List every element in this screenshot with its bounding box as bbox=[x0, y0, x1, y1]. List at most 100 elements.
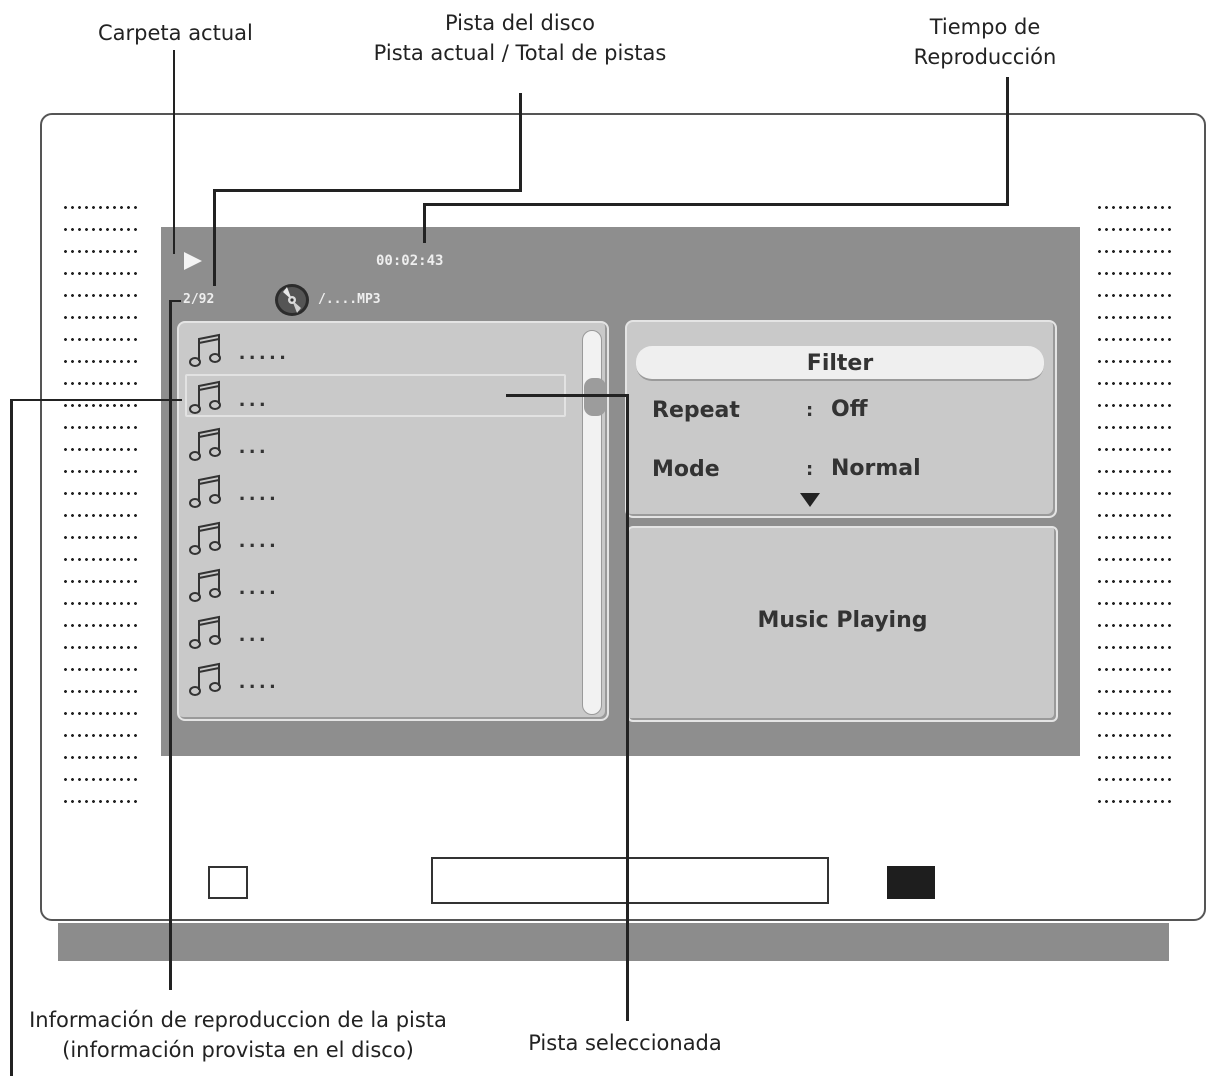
disc-slot bbox=[431, 857, 829, 904]
grille-dot-row bbox=[62, 599, 140, 608]
grille-dot-row bbox=[1096, 247, 1174, 256]
filter-button[interactable]: Filter bbox=[636, 346, 1044, 381]
track-row[interactable]: ... bbox=[189, 615, 559, 651]
leader-line-disc-track bbox=[213, 189, 522, 192]
grille-dot-row bbox=[62, 445, 140, 454]
grille-dot-row bbox=[1096, 555, 1174, 564]
track-name: .... bbox=[239, 668, 280, 693]
music-note-icon bbox=[189, 427, 223, 468]
grille-dot-row bbox=[1096, 797, 1174, 806]
music-note-icon bbox=[189, 568, 223, 609]
music-note-icon bbox=[189, 521, 223, 562]
grille-dot-row bbox=[62, 247, 140, 256]
disc-icon bbox=[273, 282, 311, 323]
grille-dot-row bbox=[1096, 313, 1174, 322]
grille-dot-row bbox=[1096, 731, 1174, 740]
grille-dot-row bbox=[1096, 225, 1174, 234]
grille-dot-row bbox=[62, 379, 140, 388]
label-track-info-line2: (información provista en el disco) bbox=[62, 1038, 414, 1062]
track-row[interactable]: .... bbox=[189, 662, 559, 698]
grille-dot-row bbox=[62, 313, 140, 322]
grille-dot-row bbox=[62, 203, 140, 212]
label-disc-track: Pista del disco Pista actual / Total de … bbox=[350, 8, 690, 68]
leader-line-disc-track bbox=[213, 189, 216, 286]
grille-dot-row bbox=[62, 423, 140, 432]
speaker-grille-right bbox=[1096, 203, 1174, 819]
grille-dot-row bbox=[62, 401, 140, 410]
leader-line-selected bbox=[626, 394, 629, 1021]
grille-dot-row bbox=[62, 577, 140, 586]
status-text: Music Playing bbox=[757, 608, 928, 633]
mode-value[interactable]: Normal bbox=[831, 456, 921, 481]
label-playback-time-line1: Tiempo de bbox=[929, 15, 1041, 39]
track-name: ..... bbox=[239, 339, 290, 364]
grille-dot-row bbox=[1096, 621, 1174, 630]
playback-time: 00:02:43 bbox=[376, 253, 444, 269]
grille-dot-row bbox=[62, 621, 140, 630]
scrollbar-thumb[interactable] bbox=[584, 378, 606, 416]
grille-dot-row bbox=[1096, 203, 1174, 212]
grille-dot-row bbox=[1096, 357, 1174, 366]
triangle-down-icon[interactable] bbox=[799, 492, 821, 513]
leader-line-selected bbox=[506, 394, 629, 397]
mode-separator: : bbox=[806, 459, 814, 480]
music-note-icon bbox=[189, 380, 223, 421]
repeat-label: Repeat bbox=[652, 398, 740, 423]
label-playback-time-line2: Reproducción bbox=[913, 45, 1057, 69]
leader-line-time bbox=[423, 203, 1009, 206]
label-disc-track-line1: Pista del disco bbox=[444, 11, 595, 35]
grille-dot-row bbox=[62, 687, 140, 696]
grille-dot-row bbox=[1096, 423, 1174, 432]
track-row[interactable]: .... bbox=[189, 568, 559, 604]
grille-dot-row bbox=[1096, 599, 1174, 608]
leader-line-track-info bbox=[169, 300, 181, 302]
grille-dot-row bbox=[62, 489, 140, 498]
grille-dot-row bbox=[1096, 379, 1174, 388]
track-row[interactable]: .... bbox=[189, 521, 559, 557]
grille-dot-row bbox=[1096, 445, 1174, 454]
speaker-grille-left bbox=[62, 203, 140, 819]
track-name: ... bbox=[239, 621, 270, 646]
track-counter: 2/92 bbox=[183, 292, 215, 307]
grille-dot-row bbox=[62, 753, 140, 762]
leader-line-outer bbox=[10, 399, 182, 401]
track-name: .... bbox=[239, 574, 280, 599]
track-name: .... bbox=[239, 480, 280, 505]
music-note-icon bbox=[189, 615, 223, 656]
grille-dot-row bbox=[1096, 467, 1174, 476]
play-icon bbox=[182, 250, 204, 277]
grille-dot-row bbox=[1096, 335, 1174, 344]
track-row[interactable]: ... bbox=[189, 427, 559, 463]
grille-dot-row bbox=[62, 511, 140, 520]
grille-dot-row bbox=[1096, 577, 1174, 586]
grille-dot-row bbox=[1096, 665, 1174, 674]
leader-line-outer bbox=[10, 399, 13, 1076]
file-path: /....MP3 bbox=[318, 292, 381, 307]
track-row[interactable]: ..... bbox=[189, 333, 559, 369]
leader-line-time bbox=[423, 203, 426, 243]
grille-dot-row bbox=[62, 665, 140, 674]
track-list-panel bbox=[177, 321, 609, 721]
leader-line-disc-track bbox=[519, 93, 522, 191]
label-track-info-line1: Información de reproduccion de la pista bbox=[29, 1008, 447, 1032]
label-current-folder: Carpeta actual bbox=[98, 21, 253, 45]
grille-dot-row bbox=[1096, 489, 1174, 498]
leader-line-folder bbox=[173, 50, 175, 254]
track-list-scrollbar[interactable] bbox=[582, 330, 602, 715]
label-track-info: Información de reproduccion de la pista … bbox=[18, 1005, 458, 1065]
label-selected-track: Pista seleccionada bbox=[528, 1031, 722, 1055]
grille-dot-row bbox=[62, 731, 140, 740]
grille-dot-row bbox=[62, 225, 140, 234]
grille-dot-row bbox=[1096, 401, 1174, 410]
track-name: .... bbox=[239, 527, 280, 552]
grille-dot-row bbox=[62, 533, 140, 542]
grille-dot-row bbox=[62, 291, 140, 300]
front-panel-button[interactable] bbox=[208, 866, 248, 899]
grille-dot-row bbox=[1096, 753, 1174, 762]
leader-line-track-info bbox=[169, 300, 172, 990]
grille-dot-row bbox=[1096, 709, 1174, 718]
track-row[interactable]: .... bbox=[189, 474, 559, 510]
track-row-selected[interactable]: ... bbox=[189, 380, 559, 416]
repeat-value[interactable]: Off bbox=[831, 397, 868, 422]
repeat-separator: : bbox=[806, 400, 814, 421]
